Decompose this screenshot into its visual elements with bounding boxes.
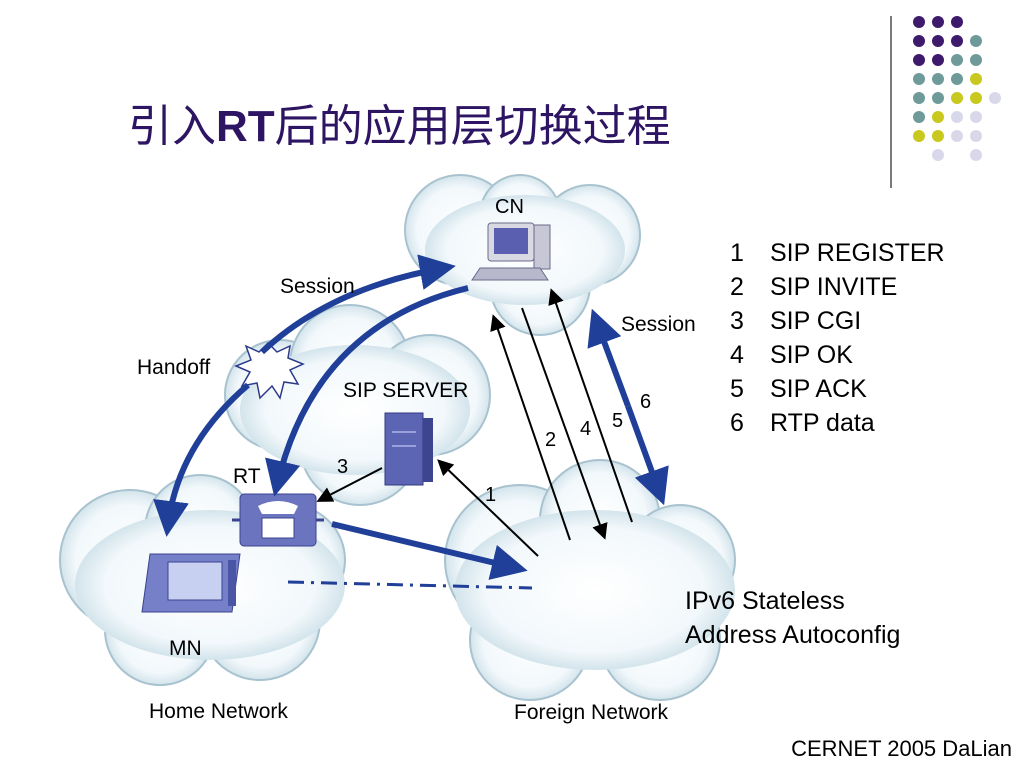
step-number-3: 3 xyxy=(337,456,349,478)
server-icon xyxy=(384,412,433,486)
ipv6-note-line2: Address Autoconfig xyxy=(685,621,901,649)
step-number-1: 1 xyxy=(485,484,497,506)
title-bold: RT xyxy=(216,102,275,151)
rt-to-foreign-arrow xyxy=(331,521,528,580)
handoff-label: Handoff xyxy=(137,356,211,379)
step-number-4: 4 xyxy=(580,418,592,440)
dashdot-link xyxy=(287,580,533,590)
sip-invite-arrow xyxy=(490,314,571,541)
session-arrow-to-mn xyxy=(153,382,250,537)
title-prefix: 引入 xyxy=(128,101,216,152)
session-label-left: Session xyxy=(280,275,355,298)
page-title: 引入RT后的应用层切换过程 xyxy=(128,90,671,154)
footer-text: CERNET 2005 DaLian xyxy=(791,736,1012,761)
sip-ok-arrow xyxy=(521,307,608,540)
session-arrow-to-cn xyxy=(259,254,456,355)
ipv6-note: IPv6 Stateless Address Autoconfig xyxy=(685,584,900,652)
sip-cgi-arrow xyxy=(316,467,383,502)
sip-register-arrow xyxy=(437,459,539,557)
decorative-dots xyxy=(913,16,1001,161)
cn-label: CN xyxy=(495,196,524,218)
title-divider xyxy=(890,16,892,188)
session-label-right: Session xyxy=(621,313,696,336)
foreign-network-label: Foreign Network xyxy=(514,701,669,724)
sip-server-label: SIP SERVER xyxy=(343,379,469,402)
session-arrow-to-rt xyxy=(265,285,469,497)
step-number-5: 5 xyxy=(612,410,624,432)
step-number-2: 2 xyxy=(545,429,557,451)
sip-ack-arrow xyxy=(548,288,633,523)
handoff-burst-icon xyxy=(234,341,305,400)
computer-icon xyxy=(471,222,551,281)
rt-label: RT xyxy=(233,465,261,488)
home-network-label: Home Network xyxy=(149,700,288,723)
ipv6-note-line1: IPv6 Stateless xyxy=(685,587,845,615)
mn-label: MN xyxy=(169,637,202,660)
sip-server-cloud xyxy=(224,304,491,506)
title-suffix: 后的应用层切换过程 xyxy=(274,101,671,152)
rtp-data-arrow-down xyxy=(625,404,669,506)
router-phone-icon xyxy=(232,493,324,547)
rtp-data-arrow-up xyxy=(587,308,631,408)
step-number-6: 6 xyxy=(640,391,652,413)
mobile-device-icon xyxy=(141,553,241,613)
